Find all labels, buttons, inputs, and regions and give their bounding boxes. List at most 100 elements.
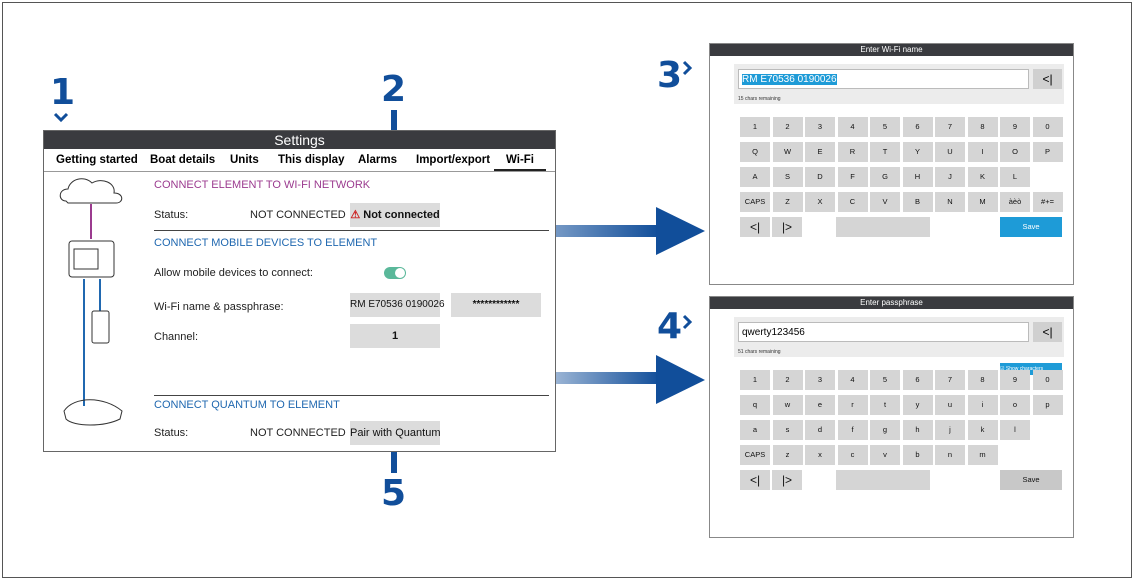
key-4[interactable]: 4 <box>837 117 868 137</box>
tab-import-export[interactable]: Import/export <box>416 154 491 166</box>
wifi-name-button[interactable]: RM E70536 0190026 <box>350 293 445 317</box>
cursor-left-key[interactable]: <| <box>740 217 770 237</box>
key-b[interactable]: B <box>902 192 933 212</box>
key-k[interactable]: k <box>967 420 998 440</box>
key-d[interactable]: D <box>805 167 835 187</box>
key-5[interactable]: 5 <box>870 370 900 390</box>
key-y[interactable]: y <box>902 395 933 415</box>
key-6[interactable]: 6 <box>902 370 933 390</box>
backspace-button[interactable]: <| <box>1033 69 1062 89</box>
space-key[interactable] <box>836 470 930 490</box>
key-caps[interactable]: CAPS <box>740 192 770 212</box>
not-connected-button[interactable]: ⚠ Not connected <box>350 203 440 227</box>
key-5[interactable]: 5 <box>870 117 900 137</box>
key-q[interactable]: Q <box>740 142 770 162</box>
tab-boat-details[interactable]: Boat details <box>150 154 216 166</box>
key-m[interactable]: M <box>967 192 998 212</box>
key-accents[interactable]: àèò <box>1000 192 1030 212</box>
key-w[interactable]: W <box>772 142 803 162</box>
key-h[interactable]: h <box>902 420 933 440</box>
key-p[interactable]: P <box>1032 142 1063 162</box>
key-n[interactable]: n <box>935 445 965 465</box>
key-x[interactable]: X <box>805 192 835 212</box>
key-0[interactable]: 0 <box>1032 117 1063 137</box>
tab-this-display[interactable]: This display <box>278 154 345 166</box>
key-a[interactable]: a <box>740 420 770 440</box>
key-b[interactable]: b <box>902 445 933 465</box>
key-j[interactable]: J <box>935 167 965 187</box>
key-z[interactable]: z <box>772 445 803 465</box>
key-6[interactable]: 6 <box>902 117 933 137</box>
key-l[interactable]: L <box>1000 167 1030 187</box>
key-0[interactable]: 0 <box>1032 370 1063 390</box>
key-j[interactable]: j <box>935 420 965 440</box>
pair-quantum-button[interactable]: Pair with Quantum <box>350 421 440 445</box>
key-l[interactable]: l <box>1000 420 1030 440</box>
space-key[interactable] <box>836 217 930 237</box>
key-p[interactable]: p <box>1032 395 1063 415</box>
key-s[interactable]: s <box>772 420 803 440</box>
key-9[interactable]: 9 <box>1000 370 1030 390</box>
key-c[interactable]: C <box>837 192 868 212</box>
key-y[interactable]: Y <box>902 142 933 162</box>
key-8[interactable]: 8 <box>967 370 998 390</box>
save-button[interactable]: Save <box>1000 217 1062 237</box>
key-4[interactable]: 4 <box>837 370 868 390</box>
key-m[interactable]: m <box>967 445 998 465</box>
passphrase-input[interactable]: qwerty123456 <box>738 322 1029 342</box>
key-n[interactable]: N <box>935 192 965 212</box>
backspace-button[interactable]: <| <box>1033 322 1062 342</box>
key-v[interactable]: V <box>870 192 900 212</box>
cursor-right-key[interactable]: |> <box>772 470 802 490</box>
passphrase-button[interactable]: ************ <box>451 293 541 317</box>
key-r[interactable]: R <box>837 142 868 162</box>
tab-wifi[interactable]: Wi-Fi <box>494 154 546 171</box>
key-i[interactable]: I <box>967 142 998 162</box>
key-g[interactable]: g <box>870 420 900 440</box>
key-3[interactable]: 3 <box>805 117 835 137</box>
cursor-left-key[interactable]: <| <box>740 470 770 490</box>
key-h[interactable]: H <box>902 167 933 187</box>
key-s[interactable]: S <box>772 167 803 187</box>
key-x[interactable]: x <box>805 445 835 465</box>
key-c[interactable]: c <box>837 445 868 465</box>
allow-toggle[interactable] <box>384 267 406 279</box>
tab-getting-started[interactable]: Getting started <box>56 154 138 166</box>
tab-alarms[interactable]: Alarms <box>358 154 397 166</box>
key-9[interactable]: 9 <box>1000 117 1030 137</box>
key-1[interactable]: 1 <box>740 117 770 137</box>
key-d[interactable]: d <box>805 420 835 440</box>
key-w[interactable]: w <box>772 395 803 415</box>
key-2[interactable]: 2 <box>772 117 803 137</box>
key-7[interactable]: 7 <box>935 117 965 137</box>
key-u[interactable]: u <box>935 395 965 415</box>
key-e[interactable]: E <box>805 142 835 162</box>
key-t[interactable]: T <box>870 142 900 162</box>
key-caps[interactable]: CAPS <box>740 445 770 465</box>
key-u[interactable]: U <box>935 142 965 162</box>
key-v[interactable]: v <box>870 445 900 465</box>
key-e[interactable]: e <box>805 395 835 415</box>
key-a[interactable]: A <box>740 167 770 187</box>
save-button[interactable]: Save <box>1000 470 1062 490</box>
key-7[interactable]: 7 <box>935 370 965 390</box>
cursor-right-key[interactable]: |> <box>772 217 802 237</box>
key-q[interactable]: q <box>740 395 770 415</box>
key-o[interactable]: o <box>1000 395 1030 415</box>
key-2[interactable]: 2 <box>772 370 803 390</box>
key-z[interactable]: Z <box>772 192 803 212</box>
key-i[interactable]: i <box>967 395 998 415</box>
tab-units[interactable]: Units <box>230 154 259 166</box>
key-f[interactable]: F <box>837 167 868 187</box>
key-g[interactable]: G <box>870 167 900 187</box>
key-3[interactable]: 3 <box>805 370 835 390</box>
key-o[interactable]: O <box>1000 142 1030 162</box>
key-k[interactable]: K <box>967 167 998 187</box>
key-t[interactable]: t <box>870 395 900 415</box>
key-r[interactable]: r <box>837 395 868 415</box>
key-f[interactable]: f <box>837 420 868 440</box>
wifi-name-input[interactable]: RM E70536 0190026 <box>738 69 1029 89</box>
key-8[interactable]: 8 <box>967 117 998 137</box>
key-1[interactable]: 1 <box>740 370 770 390</box>
key-symbols[interactable]: #+= <box>1032 192 1063 212</box>
